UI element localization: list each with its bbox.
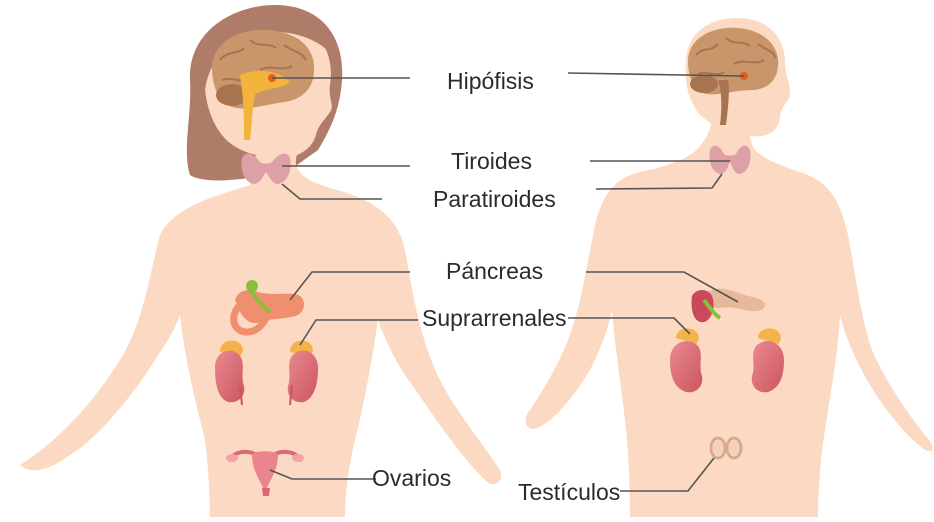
label-suprarrenales: Suprarrenales [422, 307, 566, 330]
label-pancreas: Páncreas [446, 260, 543, 283]
label-testiculos: Testículos [518, 481, 620, 504]
label-ovarios: Ovarios [372, 467, 451, 490]
label-paratiroides: Paratiroides [433, 188, 556, 211]
label-hipofisis: Hipófisis [447, 70, 534, 93]
male-figure [526, 18, 933, 517]
label-tiroides: Tiroides [451, 150, 532, 173]
female-figure [20, 5, 501, 517]
